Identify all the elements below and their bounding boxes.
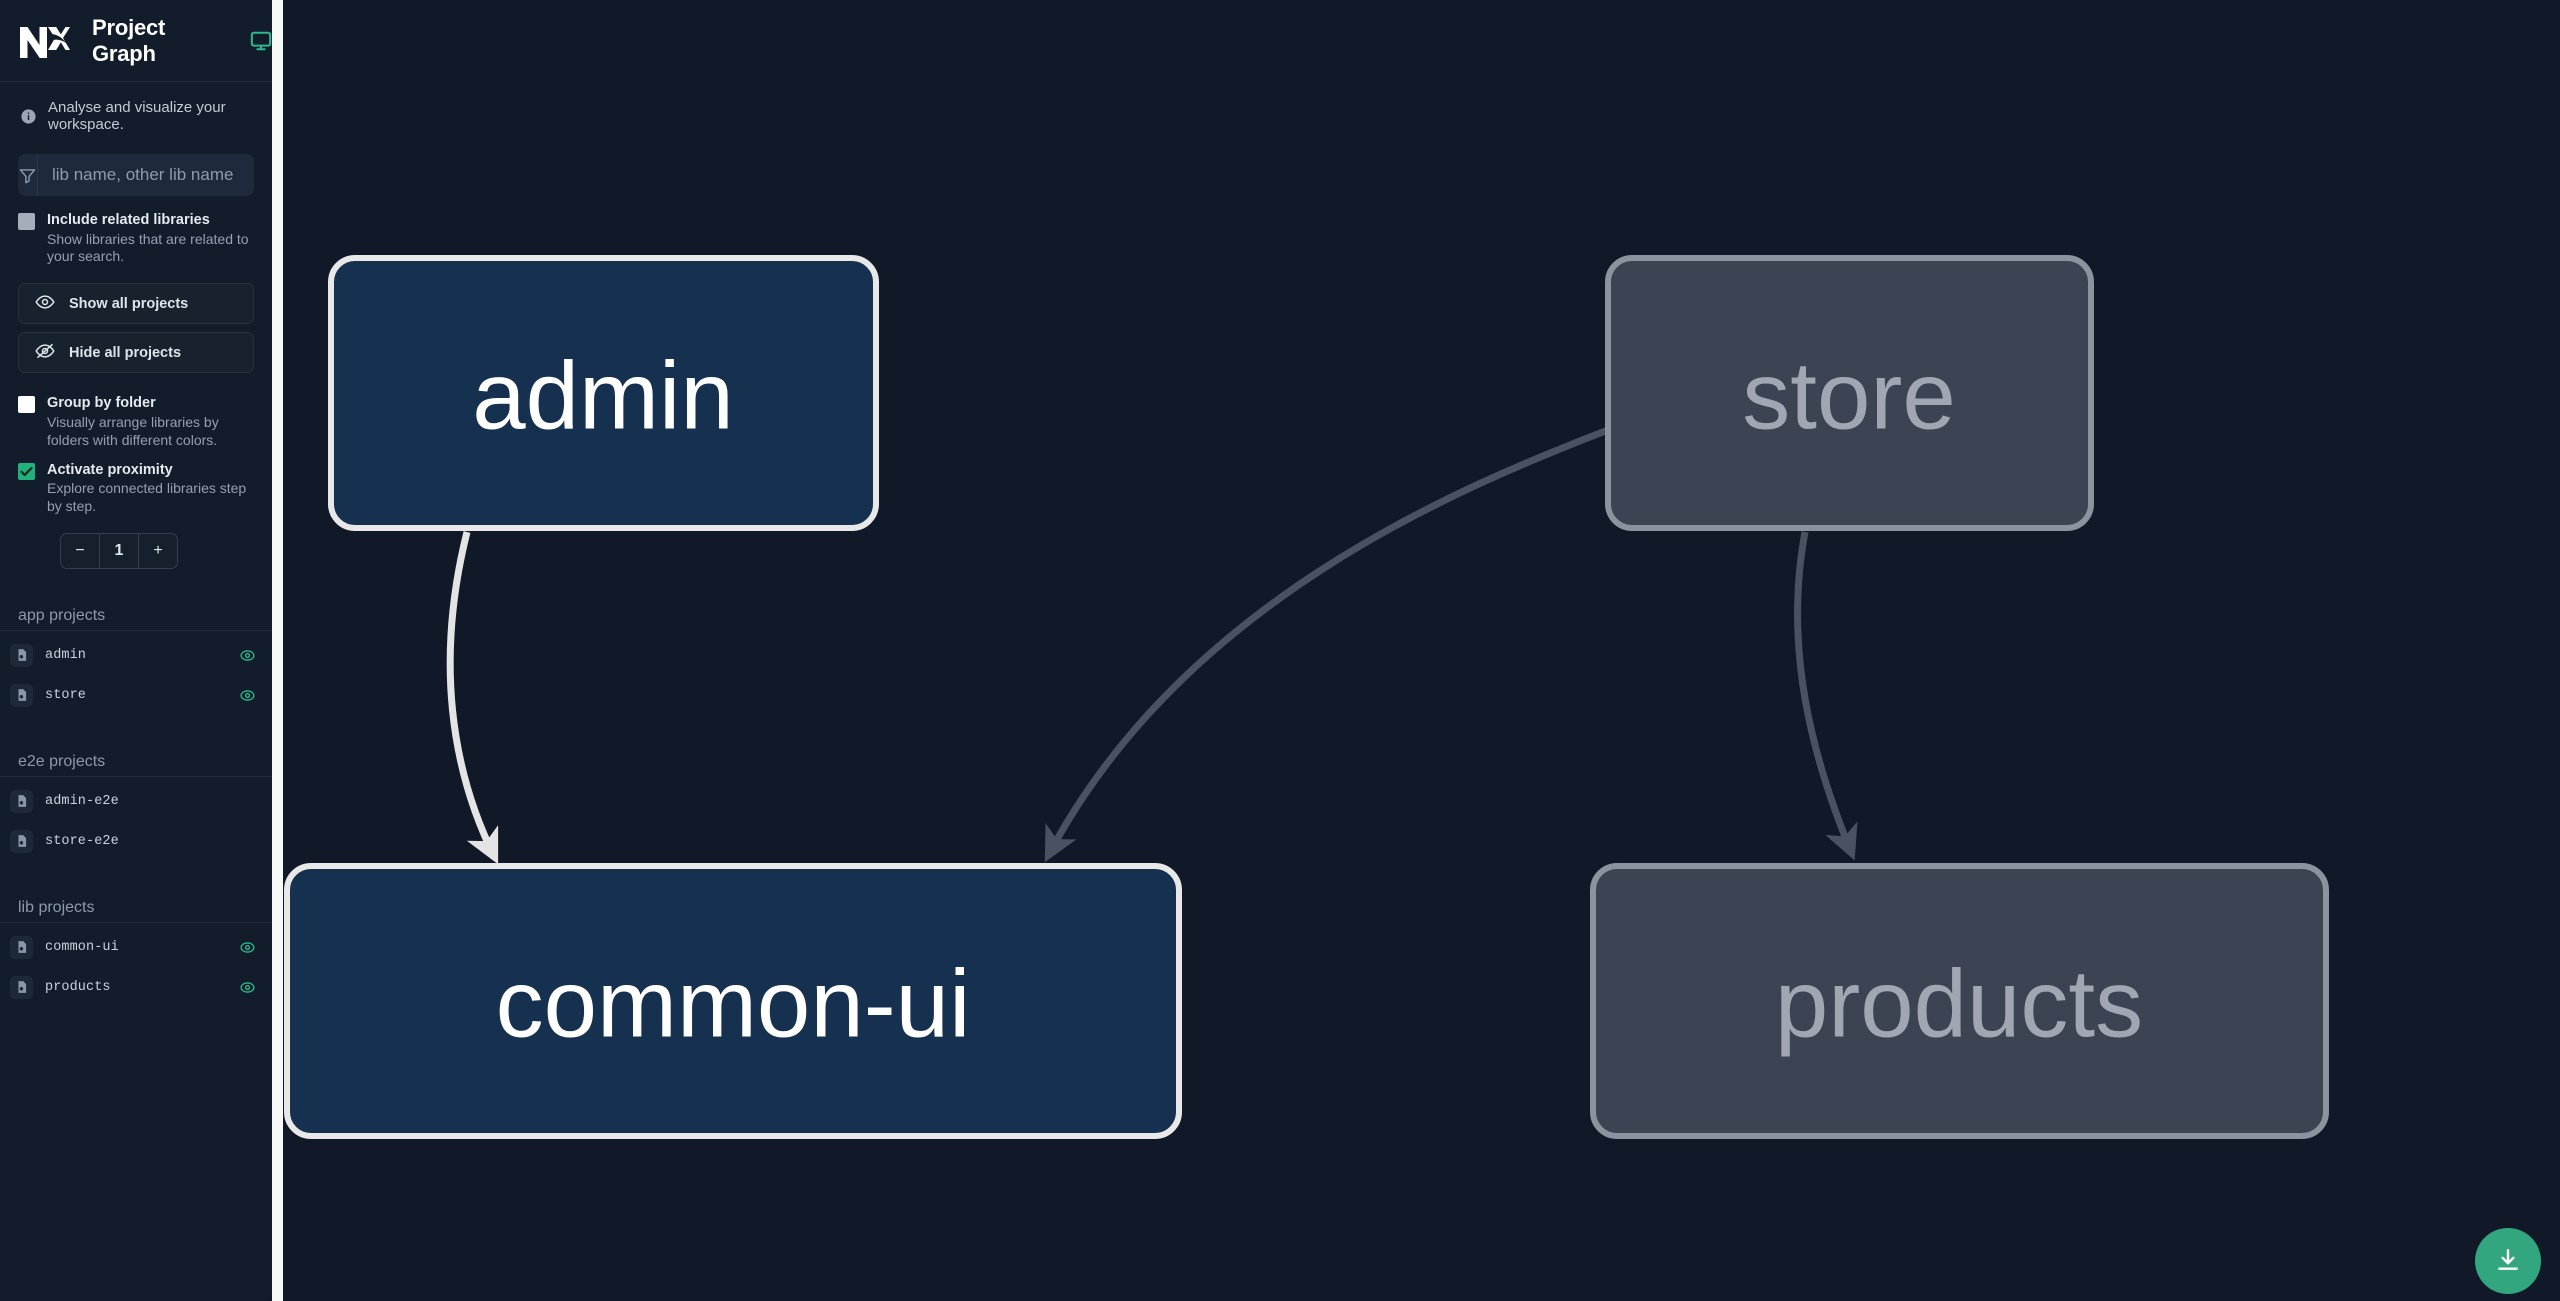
checkbox-activate-proximity[interactable] [18, 462, 35, 480]
group-heading: app projects [0, 607, 272, 632]
graph-node-label: admin [472, 343, 733, 450]
project-name: store [45, 687, 87, 703]
sidebar-scrollbar[interactable] [272, 0, 283, 1301]
project-file-icon [10, 643, 33, 667]
project-file-icon [10, 975, 33, 999]
option-description: Visually arrange libraries by folders wi… [47, 413, 219, 448]
checkbox-include-related-libraries[interactable] [18, 213, 35, 230]
page-title: Project Graph [92, 14, 166, 66]
project-visibility-toggle[interactable] [239, 979, 256, 996]
sidebar-header: Project Graph [0, 0, 272, 82]
show-all-projects-button[interactable]: Show all projects [18, 283, 254, 325]
eye-icon [35, 292, 55, 316]
project-row-common-ui[interactable]: common-ui [0, 927, 272, 967]
show-all-projects-label: Show all projects [69, 295, 189, 312]
monitor-icon[interactable] [250, 30, 272, 52]
project-row-admin-e2e[interactable]: admin-e2e [0, 781, 272, 821]
tagline-text: Analyse and visualize your workspace. [48, 99, 226, 133]
graph-edges [446, 426, 1858, 865]
proximity-value: 1 [99, 534, 139, 569]
project-group-lib: lib projects common-ui products [0, 899, 272, 1007]
proximity-increment-button[interactable]: + [139, 534, 177, 569]
project-row-store-e2e[interactable]: store-e2e [0, 821, 272, 861]
edge-store-to-common-ui[interactable] [1044, 426, 1610, 863]
edge-store-to-products[interactable] [1794, 531, 1858, 861]
graph-node-store[interactable]: store [1605, 255, 2094, 531]
download-icon [2495, 1247, 2521, 1276]
graph-node-common-ui[interactable]: common-ui [284, 863, 1182, 1139]
project-name: products [45, 979, 111, 995]
project-name: admin [45, 647, 87, 663]
hide-all-projects-button[interactable]: Hide all projects [18, 332, 254, 374]
graph-node-products[interactable]: products [1590, 863, 2329, 1139]
option-description: Explore connected libraries step by step… [47, 480, 247, 515]
graph-node-label: common-ui [496, 951, 971, 1058]
group-heading: e2e projects [0, 753, 272, 778]
proximity-decrement-button[interactable]: − [61, 534, 99, 569]
project-group-app: app projects admin store [0, 607, 272, 715]
sidebar: Project Graph Analyse and visualize your… [0, 0, 272, 1301]
project-group-e2e: e2e projects admin-e2e store-e2e [0, 753, 272, 861]
option-group-by-folder[interactable]: Group by folder Visually arrange librari… [18, 394, 254, 449]
project-file-icon [10, 829, 33, 853]
graph-node-admin[interactable]: admin [328, 255, 879, 531]
project-name: common-ui [45, 939, 119, 955]
graph-nodes: admin store common-ui products [284, 255, 2329, 1139]
project-file-icon [10, 683, 33, 707]
option-label: Include related libraries [47, 212, 210, 228]
graph-node-label: products [1775, 951, 2143, 1058]
graph-node-label: store [1742, 343, 1955, 450]
group-heading: lib projects [0, 899, 272, 924]
project-row-products[interactable]: products [0, 967, 272, 1007]
project-visibility-toggle[interactable] [239, 939, 256, 956]
download-button[interactable] [2475, 1228, 2541, 1294]
project-name: store-e2e [45, 833, 119, 849]
checkbox-group-by-folder[interactable] [18, 396, 35, 414]
option-include-related-libraries[interactable]: Include related libraries Show libraries… [18, 211, 254, 266]
project-file-icon [10, 935, 33, 959]
project-row-store[interactable]: store [0, 675, 272, 715]
project-row-admin[interactable]: admin [0, 635, 272, 675]
hide-all-projects-label: Hide all projects [69, 344, 182, 361]
project-file-icon [10, 789, 33, 813]
proximity-stepper[interactable]: − 1 + [60, 533, 178, 570]
eye-off-icon [35, 341, 55, 365]
option-description: Show libraries that are related to your … [47, 230, 249, 265]
nx-logo [18, 20, 70, 62]
edge-admin-to-common-ui[interactable] [446, 531, 499, 865]
option-activate-proximity[interactable]: Activate proximity Explore connected lib… [18, 461, 254, 516]
option-label: Group by folder [47, 395, 156, 412]
graph-canvas[interactable]: admin store common-ui products [283, 0, 2560, 1301]
search-box[interactable] [18, 154, 254, 196]
project-visibility-toggle[interactable] [239, 687, 256, 704]
info-icon [20, 108, 37, 125]
sidebar-body: Include related libraries Show libraries… [0, 154, 272, 570]
search-input[interactable] [38, 154, 254, 196]
filter-icon [18, 154, 38, 196]
project-name: admin-e2e [45, 793, 119, 809]
option-label: Activate proximity [47, 461, 173, 478]
project-visibility-toggle[interactable] [239, 647, 256, 664]
tagline: Analyse and visualize your workspace. [0, 82, 272, 147]
